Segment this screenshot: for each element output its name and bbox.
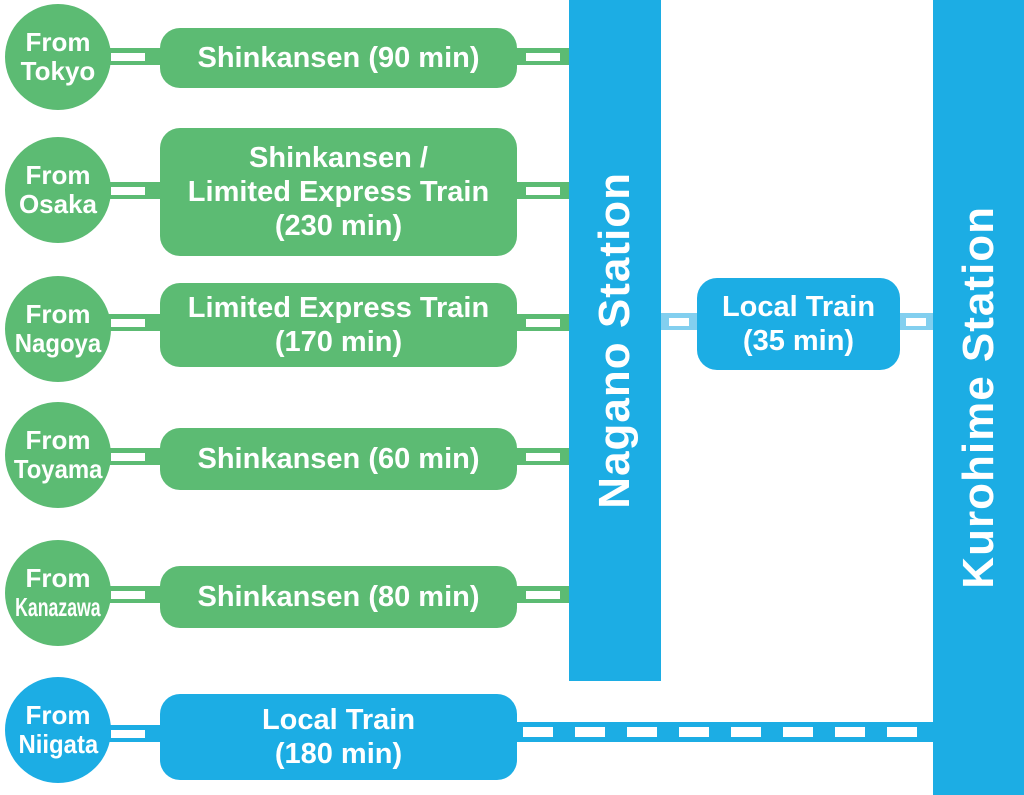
connector-box-to-nagano-3 [516,314,570,331]
connector-niigata-to-kurohime [515,722,933,742]
dash-mark [526,452,560,461]
origin-niigata-line2: Niigata [18,729,98,759]
connector-nagoya-to-box [96,314,160,331]
dash-mark [111,186,145,195]
origin-kanazawa-line1: From [25,563,91,594]
origin-osaka-line1: From [25,160,91,191]
dash-mark [668,317,689,326]
connector-toyama-to-box [96,448,160,465]
route-tokyo-label: Shinkansen (90 min) [197,41,480,74]
route-box-nagoya: Limited Express Train (170 min) [160,283,517,367]
transfer-box-local-train: Local Train (35 min) [697,278,900,370]
dash-mark [526,186,560,195]
origin-tokyo-line2: Tokyo [20,56,96,86]
route-toyama-label: Shinkansen (60 min) [197,442,480,475]
route-box-toyama: Shinkansen (60 min) [160,428,517,490]
connector-box-to-nagano-5 [516,586,570,603]
dash-mark [111,52,145,61]
origin-tokyo: From Tokyo [5,4,111,110]
connector-niigata-to-box [96,725,160,742]
kurohime-station-label: Kurohime Station [953,206,1003,589]
connector-box-to-nagano-4 [516,448,570,465]
route-box-niigata: Local Train (180 min) [160,694,517,780]
nagano-station-label: Nagano Station [590,172,639,509]
origin-toyama: From Toyama [5,402,111,508]
origin-niigata: From Niigata [5,677,111,783]
dash-mark [526,318,560,327]
origin-toyama-line2: Toyama [13,454,103,484]
route-niigata-line1: Local Train [261,703,416,736]
dash-stripe [523,727,925,737]
route-kanazawa-label: Shinkansen (80 min) [197,580,480,613]
connector-transfer-to-kurohime [899,313,933,330]
origin-nagoya-line1: From [25,299,91,330]
connector-nagano-to-transfer [660,313,697,330]
dash-mark [111,729,145,738]
origin-osaka-line2: Osaka [18,189,98,219]
route-osaka-line2: Limited Express Train [187,175,490,208]
nagano-station-bar: Nagano Station [569,0,661,681]
kurohime-station-bar: Kurohime Station [933,0,1024,795]
transfer-line1: Local Train [721,290,876,323]
connector-tokyo-to-box [96,48,160,65]
route-nagoya-line1: Limited Express Train [187,291,490,324]
route-box-tokyo: Shinkansen (90 min) [160,28,517,88]
dash-mark [111,318,145,327]
connector-osaka-to-box [96,182,160,199]
route-niigata-line2: (180 min) [274,738,403,770]
route-box-kanazawa: Shinkansen (80 min) [160,566,517,628]
origin-kanazawa-line2: Kanazawa [15,592,101,622]
origin-nagoya-line2: Nagoya [14,328,102,358]
dash-mark [526,590,560,599]
route-osaka-line3: (230 min) [274,210,403,243]
route-nagoya-line2: (170 min) [274,326,403,358]
dash-mark [111,590,145,599]
connector-box-to-nagano-1 [516,48,570,65]
connector-kanazawa-to-box [96,586,160,603]
origin-toyama-line1: From [25,425,91,456]
origin-tokyo-line1: From [25,27,91,58]
dash-mark [906,317,926,326]
dash-mark [526,52,560,61]
route-osaka-line1: Shinkansen / [249,141,428,174]
route-box-osaka: Shinkansen / Limited Express Train (230 … [160,128,517,256]
origin-niigata-line1: From [25,700,91,731]
origin-osaka: From Osaka [5,137,111,243]
origin-kanazawa: From Kanazawa [5,540,111,646]
origin-nagoya: From Nagoya [5,276,111,382]
connector-box-to-nagano-2 [516,182,570,199]
dash-mark [111,452,145,461]
transfer-line2: (35 min) [742,325,855,357]
